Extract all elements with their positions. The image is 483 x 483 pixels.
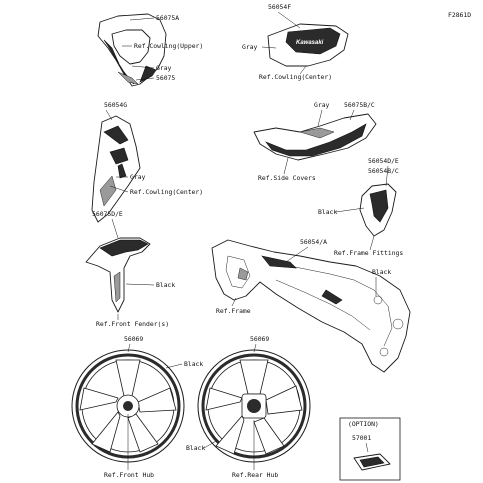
upper-cowling-part2-label: 56075 <box>156 74 175 82</box>
frame-fittings-illustration <box>359 183 397 237</box>
upper-cowling-ref-label: Ref.Cowling(Upper) <box>134 42 203 50</box>
frame-fittings-ref-label: Ref.Frame Fittings <box>334 249 403 257</box>
upper-cowling-part-label: 56075A <box>156 14 179 22</box>
option-title: (OPTION) <box>348 420 379 428</box>
rear-wheel-part-label: 56069 <box>250 335 269 343</box>
rear-wheel-black-label: Black <box>186 444 205 452</box>
fender-ref-label: Ref.Front Fender(s) <box>96 320 169 328</box>
frame-ref-label: Ref.Frame <box>216 307 251 315</box>
side-covers-gray-label: Gray <box>314 101 330 109</box>
kawasaki-brand-text: Kawasaki <box>296 40 324 46</box>
center-cowling-illustration: Kawasaki <box>267 23 349 67</box>
side-cowling-ref-label: Ref.Cowling(Center) <box>130 188 203 196</box>
side-cowling-gray-label: Gray <box>130 173 146 181</box>
front-fender-illustration <box>85 237 151 313</box>
side-cowling-illustration <box>91 115 141 223</box>
center-cowling-ref-label: Ref.Cowling(Center) <box>259 73 332 81</box>
front-wheel-part-label: 56069 <box>124 335 143 343</box>
front-wheel-black-label: Black <box>184 360 203 368</box>
front-wheel-ref-label: Ref.Front Hub <box>104 471 154 479</box>
upper-cowling-gray-label: Gray <box>156 64 172 72</box>
rear-wheel-illustration <box>197 349 311 463</box>
option-box: (OPTION) 57001 <box>339 417 401 481</box>
frame-fittings-part2-label: 56054B/C <box>368 167 399 175</box>
side-covers-ref-label: Ref.Side Covers <box>258 174 316 182</box>
side-covers-illustration <box>253 113 377 161</box>
frame-illustration <box>211 239 411 373</box>
frame-part-label: 56054/A <box>300 238 327 246</box>
rear-wheel-ref-label: Ref.Rear Hub <box>232 471 278 479</box>
frame-fittings-black-label: Black <box>318 208 337 216</box>
frame-black-label: Black <box>372 268 391 276</box>
upper-cowling-illustration <box>97 13 167 87</box>
side-covers-part-label: 56075B/C <box>344 101 375 109</box>
option-part-label: 57001 <box>352 434 371 442</box>
side-cowling-part-label: 56054G <box>104 101 127 109</box>
frame-fittings-part1-label: 56054D/E <box>368 157 399 165</box>
fender-part-label: 56075D/E <box>92 210 123 218</box>
center-cowling-gray-label: Gray <box>242 43 258 51</box>
center-cowling-part-label: 56054F <box>268 3 291 11</box>
figure-code: F2861D <box>448 11 471 19</box>
fender-black-label: Black <box>156 281 175 289</box>
